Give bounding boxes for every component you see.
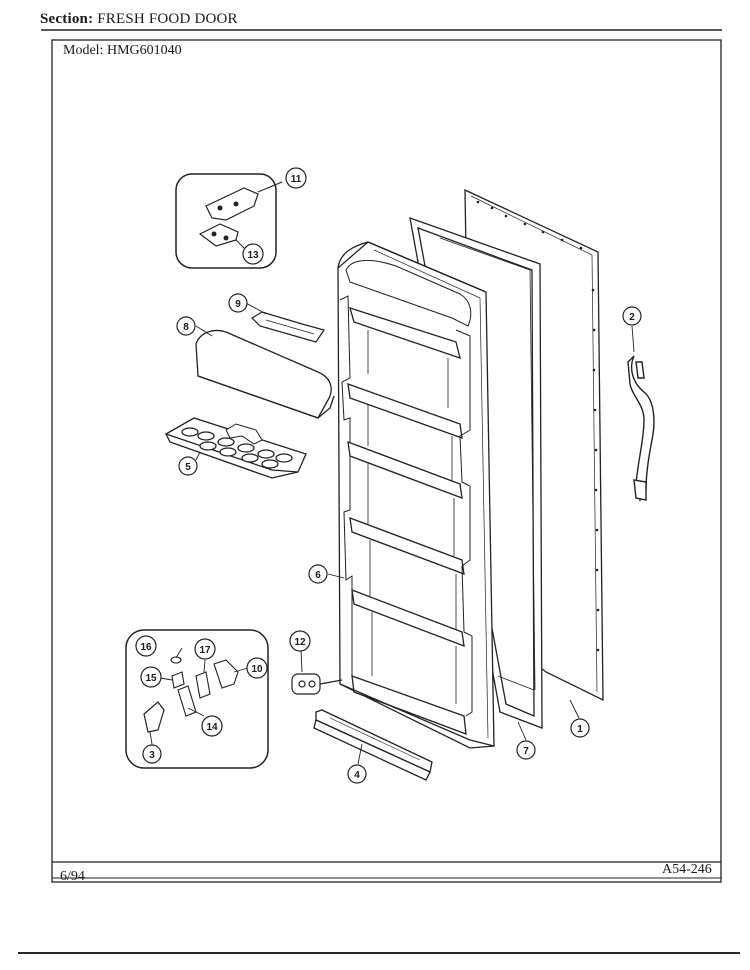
bottom-rule	[18, 952, 740, 954]
section-header: Section: FRESH FOOD DOOR	[40, 11, 238, 28]
dairy-door-cover	[195, 329, 335, 419]
section-value: FRESH FOOD DOOR	[97, 11, 238, 27]
callout-9: 9	[228, 293, 248, 313]
callout-17: 17	[194, 638, 216, 660]
egg-tray	[164, 417, 307, 479]
callout-2: 2	[622, 306, 642, 326]
bottom-trim	[313, 709, 433, 781]
door-handle	[627, 355, 655, 502]
hardware-inset	[125, 629, 269, 769]
callout-7: 7	[516, 740, 536, 760]
model-label: Model:	[63, 43, 104, 58]
callout-13: 13	[242, 243, 264, 265]
callout-12: 12	[289, 630, 311, 652]
model-header: Model: HMG601040	[63, 43, 182, 59]
svg-text:14: 14	[206, 722, 218, 733]
svg-text:9: 9	[235, 299, 241, 310]
hinge-inset	[175, 173, 283, 269]
page-frame	[41, 29, 722, 883]
callout-3: 3	[142, 744, 162, 764]
svg-text:4: 4	[354, 770, 360, 781]
callout-1: 1	[570, 718, 590, 738]
callout-4: 4	[347, 764, 367, 784]
svg-text:8: 8	[183, 322, 189, 333]
svg-text:12: 12	[294, 637, 306, 648]
svg-text:13: 13	[247, 250, 259, 261]
svg-text:7: 7	[523, 746, 529, 757]
leader-lines	[149, 302, 635, 765]
svg-text:10: 10	[251, 664, 263, 675]
callout-8: 8	[176, 316, 196, 336]
section-label: Section:	[40, 11, 94, 27]
model-value: HMG601040	[106, 43, 182, 58]
panel-holes	[476, 200, 600, 652]
callout-6: 6	[308, 564, 328, 584]
svg-text:1: 1	[577, 724, 583, 735]
footer-code: A54-246	[662, 862, 712, 877]
cover-clip	[251, 311, 325, 343]
svg-text:2: 2	[629, 312, 635, 323]
svg-text:16: 16	[140, 642, 152, 653]
callout-5: 5	[178, 456, 198, 476]
svg-text:6: 6	[315, 570, 321, 581]
callout-16: 16	[135, 635, 157, 657]
footer-date: 6/94	[60, 869, 85, 884]
svg-text:5: 5	[185, 462, 191, 473]
callout-11: 11	[285, 167, 307, 189]
svg-text:17: 17	[199, 645, 211, 656]
svg-text:15: 15	[145, 673, 157, 684]
callout-15: 15	[140, 666, 162, 688]
lower-hinge-cam	[291, 673, 343, 695]
callout-10: 10	[246, 657, 268, 679]
inner-door-liner	[337, 241, 495, 749]
svg-text:11: 11	[291, 174, 302, 185]
callout-14: 14	[201, 715, 223, 737]
svg-text:3: 3	[149, 750, 155, 761]
